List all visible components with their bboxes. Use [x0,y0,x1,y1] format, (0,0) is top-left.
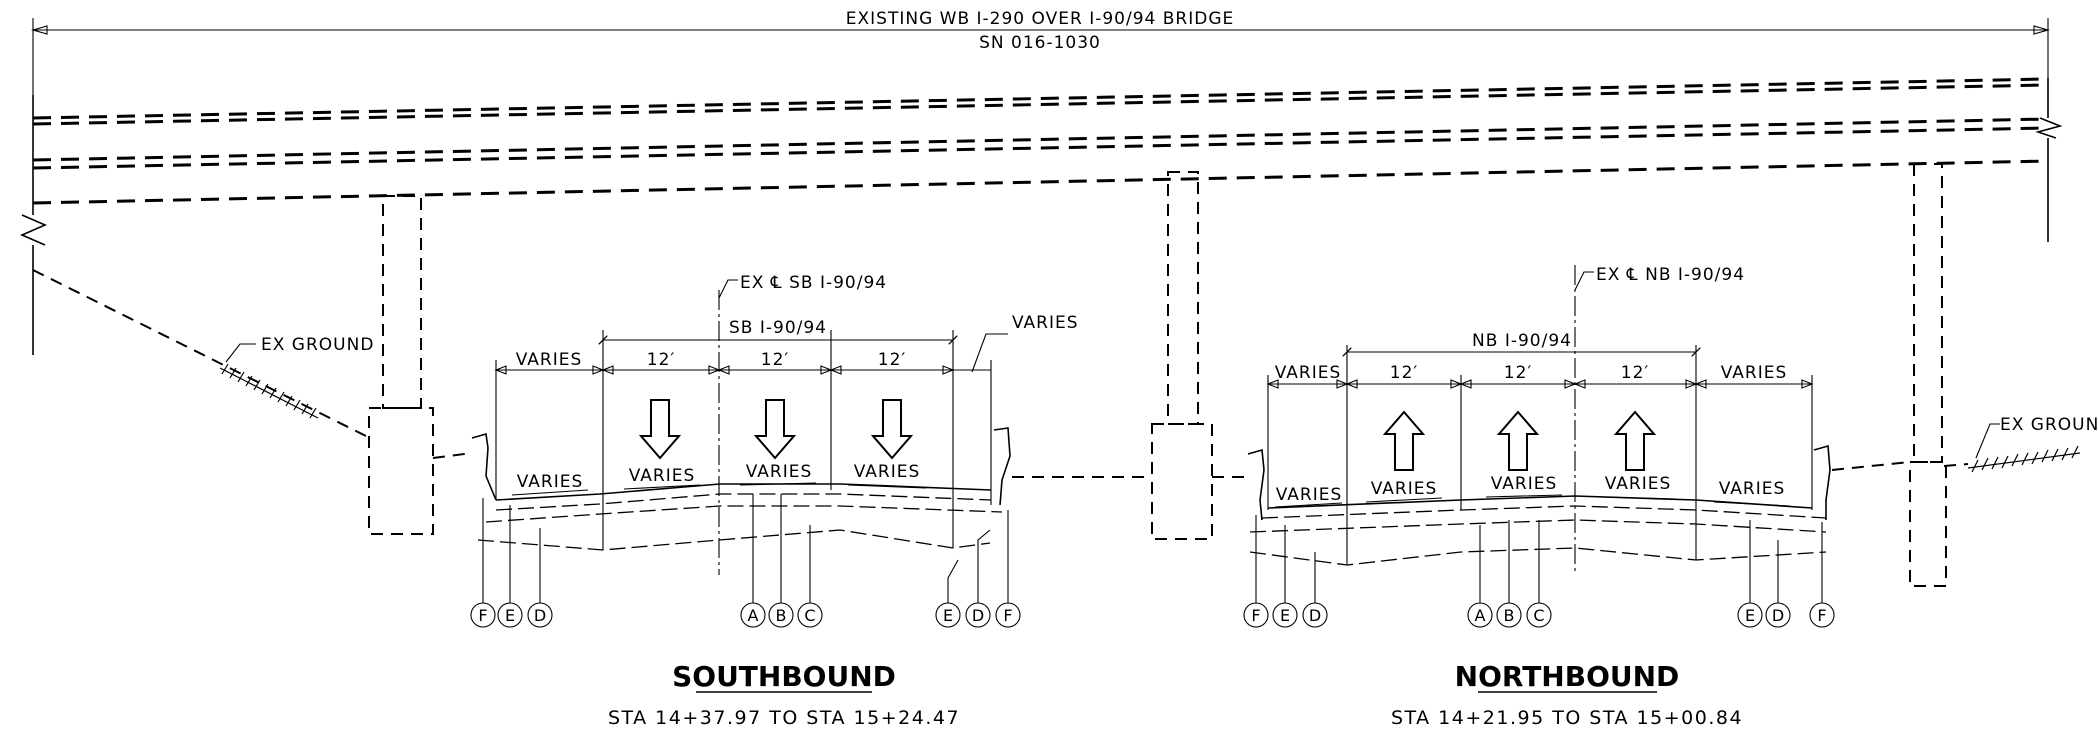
nb-dim-lane-1: 12′ [1390,363,1419,383]
sb-callout-center-1: A [748,606,759,625]
sb-slope-label-2: VARIES [629,466,696,486]
right-abutment [2035,78,2063,242]
nb-title: NORTHBOUND [1455,660,1680,693]
sb-callout-left-2: E [505,606,515,625]
pier-center [1012,171,1248,540]
sb-callout-right-1: E [943,606,953,625]
structure-number: SN 016-1030 [979,33,1101,53]
nb-dim-shoulder-left: VARIES [1275,363,1342,383]
sb-slope-label-4: VARIES [854,462,921,482]
nb-callout-right-3: F [1817,606,1826,625]
sb-title: SOUTHBOUND [672,660,896,693]
sb-slope-label-1: VARIES [517,472,584,492]
nb-slope-label-1: VARIES [1276,485,1343,505]
sb-callout-left-1: F [478,606,487,625]
nb-dim-lane-2: 12′ [1504,363,1533,383]
nb-station-range: STA 14+21.95 TO STA 15+00.84 [1391,707,1743,729]
pier-left [368,195,473,535]
bridge-dimension: EXISTING WB I-290 OVER I-90/94 BRIDGE SN… [30,9,2051,95]
ex-ground-left: EX GROUND [32,269,374,438]
sb-dim-lane-2: 12′ [761,350,790,370]
left-abutment [19,95,48,355]
nb-lane-2-arrow [1496,410,1540,471]
sb-station-range: STA 14+37.97 TO STA 15+24.47 [608,707,960,729]
sb-slope-label-3: VARIES [746,462,813,482]
nb-slope-label-3: VARIES [1491,474,1558,494]
nb-slope-label-5: VARIES [1719,479,1786,499]
sb-roadway-label: SB I-90/94 [729,318,827,338]
sb-lane-2-arrow [753,399,797,460]
sb-lane-1-arrow [638,399,682,460]
sb-dim-lane-3: 12′ [878,350,907,370]
sb-callout-center-2: B [776,606,787,625]
nb-slope-label-2: VARIES [1371,479,1438,499]
sb-centerline-label: EX ℄ SB I-90/94 [740,273,887,293]
nb-callout-center-3: C [1533,606,1544,625]
nb-lane-1-arrow [1382,410,1426,471]
nb-dim-lane-3: 12′ [1621,363,1650,383]
ex-ground-right: EX GROUND [1831,415,2098,473]
nb-centerline-label: EX ℄ NB I-90/94 [1596,265,1745,285]
nb-callout-right-2: D [1772,606,1784,625]
sb-dim-shoulder-right: VARIES [1012,313,1079,333]
sb-callout-center-3: C [804,606,815,625]
nb-slope-label-4: VARIES [1605,474,1672,494]
southbound-section: EX ℄ SB I-90/94 SB I-90/94 VARIES 12′ 12… [470,273,1079,729]
ex-ground-label-left: EX GROUND [261,335,374,355]
existing-superstructure [32,77,2049,205]
sb-callout-left-3: D [534,606,546,625]
nb-callout-center-2: B [1504,606,1515,625]
nb-callout-left-3: D [1309,606,1321,625]
nb-callout-center-1: A [1475,606,1486,625]
ex-ground-label-right: EX GROUND [2000,415,2098,435]
sb-callout-right-2: D [972,606,984,625]
nb-callout-right-1: E [1745,606,1755,625]
pier-right [1909,163,1947,587]
nb-callout-left-1: F [1251,606,1260,625]
nb-dim-shoulder-right: VARIES [1721,363,1788,383]
bridge-title: EXISTING WB I-290 OVER I-90/94 BRIDGE [846,9,1234,29]
nb-lane-3-arrow [1613,410,1657,471]
nb-roadway-label: NB I-90/94 [1472,331,1572,351]
sb-callout-right-3: F [1003,606,1012,625]
northbound-section: EX ℄ NB I-90/94 NB I-90/94 VARIES 12′ 12… [1243,265,1835,729]
sb-dim-shoulder-left: VARIES [516,350,583,370]
sb-dim-lane-1: 12′ [647,350,676,370]
nb-callout-left-2: E [1280,606,1290,625]
sb-lane-3-arrow [870,399,914,460]
